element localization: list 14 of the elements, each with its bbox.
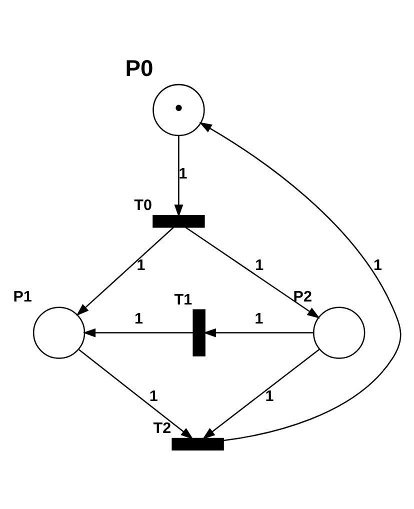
edge-label: 1 <box>136 256 146 274</box>
node-label: P0 <box>125 55 154 82</box>
node-label: P2 <box>293 288 312 306</box>
node-label: T2 <box>153 420 172 437</box>
edge-label: 1 <box>373 256 382 274</box>
edge-label: 1 <box>134 310 143 328</box>
node-label: T0 <box>134 197 152 214</box>
edge-label: 1 <box>149 388 158 406</box>
edge-label: 1 <box>254 310 264 328</box>
node-label: T1 <box>174 291 192 308</box>
node-label: P1 <box>13 288 32 306</box>
edge-label: 1 <box>178 165 188 182</box>
edge-label: 1 <box>255 256 264 274</box>
edge-label: 1 <box>265 388 274 406</box>
